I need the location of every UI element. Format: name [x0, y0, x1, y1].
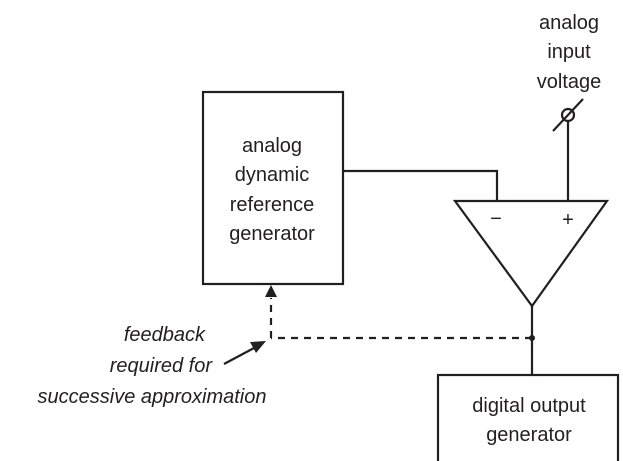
feedback-annotation: feedback required for successive approxi… [38, 324, 267, 408]
annotation-arrowhead [250, 341, 266, 353]
digital-output-label-line-2: generator [486, 424, 572, 446]
comparator-plus-sign: + [562, 209, 574, 231]
input-label-line-2: input [547, 41, 591, 63]
digital-output-label-line-1: digital output [472, 395, 586, 417]
reference-label-line-2: dynamic [235, 164, 309, 186]
annotation-arrow-line [223, 347, 255, 365]
reference-label-line-1: analog [242, 135, 302, 157]
input-terminal [552, 98, 584, 132]
reference-label-line-4: generator [229, 223, 315, 245]
reference-generator-block: analog dynamic reference generator [201, 90, 345, 286]
comparator-minus-sign: − [490, 208, 502, 230]
comparator: − + [452, 199, 610, 308]
feedback-path [265, 285, 532, 340]
feedback-note-line-2: required for [110, 355, 214, 377]
input-label-line-1: analog [539, 12, 599, 34]
input-voltage-label: analog input voltage [537, 12, 602, 93]
feedback-note-line-1: feedback [124, 324, 206, 346]
feedback-note-line-3: successive approximation [38, 386, 267, 408]
input-label-line-3: voltage [537, 71, 602, 93]
feedback-arrowhead [265, 285, 277, 297]
reference-label-line-3: reference [230, 194, 315, 216]
digital-output-block: digital output generator [436, 373, 620, 461]
reference-wire [343, 169, 499, 201]
